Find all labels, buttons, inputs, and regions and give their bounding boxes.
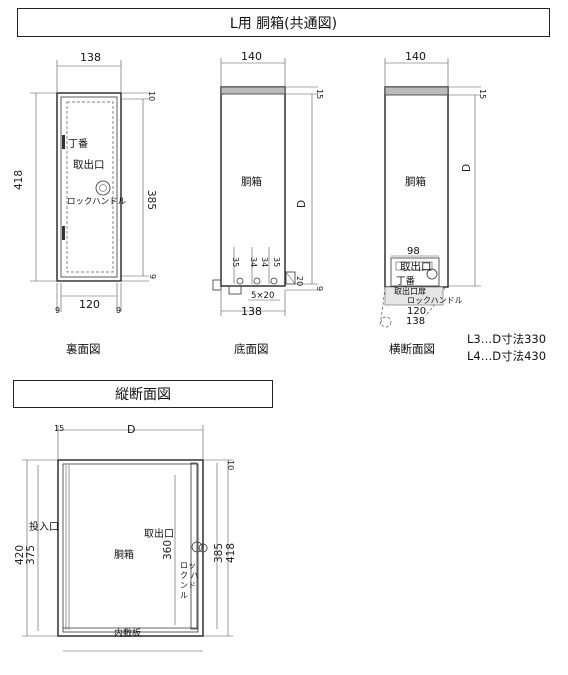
bottom-dim-9: 9 xyxy=(315,286,324,291)
section-label-outlet: 取出口 xyxy=(144,529,174,540)
rear-dim-138: 138 xyxy=(80,51,101,64)
bottom-hole-spec: 5×20 xyxy=(251,291,275,301)
bottom-dim-d: D xyxy=(296,200,308,208)
side-dim-140: 140 xyxy=(405,50,426,63)
rear-dim-10: 10 xyxy=(147,91,156,101)
drawing-title: L用 胴箱(共通図) xyxy=(17,8,550,37)
note-l3: L3…D寸法330 xyxy=(467,332,547,346)
side-dim-d: D xyxy=(461,164,473,172)
rear-dim-9-left: 9 xyxy=(55,306,61,315)
rear-dim-9-right: 9 xyxy=(116,306,122,315)
rear-dim-9: 9 xyxy=(148,274,157,279)
section-dim-360: 360 xyxy=(162,540,174,560)
bottom-dim-138: 138 xyxy=(241,305,262,318)
section-dim-15: 15 xyxy=(54,424,65,433)
section-label-inner-floor: 内敷板 xyxy=(114,629,142,639)
rear-label-lock-handle: ロックハンドル xyxy=(67,197,127,207)
side-label-body: 胴箱 xyxy=(405,176,426,188)
bottom-view-linework xyxy=(212,58,318,316)
side-view-linework xyxy=(379,58,481,328)
side-label-hinge: 丁番 xyxy=(396,276,416,287)
side-label-outlet: 取出口 xyxy=(400,261,432,273)
section-view-linework xyxy=(22,425,233,652)
rear-label-outlet: 取出口 xyxy=(73,159,105,171)
rear-view-caption: 裏面図 xyxy=(66,342,101,356)
bottom-dim-15: 15 xyxy=(315,89,324,99)
rear-dim-385: 385 xyxy=(145,190,157,210)
side-view-caption: 横断面図 xyxy=(389,342,435,356)
section-dim-10: 10 xyxy=(226,460,235,470)
bottom-view-caption: 底面図 xyxy=(234,342,269,356)
bottom-hole-dim-3: 34 xyxy=(260,257,269,267)
bottom-dim-140: 140 xyxy=(241,50,262,63)
bottom-label-body: 胴箱 xyxy=(241,176,262,188)
side-dim-98: 98 xyxy=(407,246,420,257)
section-dim-420: 420 xyxy=(14,545,26,565)
section-dim-385: 385 xyxy=(213,543,225,563)
section-title: 縦断面図 xyxy=(13,380,273,408)
side-label-lock-handle: ロックハンドル xyxy=(407,296,463,305)
side-dim-138: 138 xyxy=(406,316,426,327)
section-dim-d: D xyxy=(127,423,136,436)
note-l4: L4…D寸法430 xyxy=(467,349,547,363)
bottom-dim-20: 20 xyxy=(295,276,304,286)
rear-view-linework xyxy=(30,60,149,312)
rear-dim-120: 120 xyxy=(79,298,100,311)
side-label-outlet-door: 取出口扉 xyxy=(394,287,426,296)
rear-dim-418: 418 xyxy=(13,170,25,190)
section-label-inlet: 投入口 xyxy=(29,522,59,533)
bottom-hole-dim-4: 35 xyxy=(272,257,281,267)
section-label-body: 胴箱 xyxy=(114,550,134,561)
bottom-hole-dim-1: 35 xyxy=(231,257,240,267)
bottom-hole-dim-2: 34 xyxy=(249,257,258,267)
section-dim-418: 418 xyxy=(225,543,237,563)
section-label-lock-handle: ロック ハンドル xyxy=(180,561,199,600)
rear-label-hinge: 丁番 xyxy=(68,139,88,150)
side-dim-15: 15 xyxy=(478,89,487,99)
section-dim-375: 375 xyxy=(25,545,37,565)
side-dim-120: 120 xyxy=(407,306,427,317)
